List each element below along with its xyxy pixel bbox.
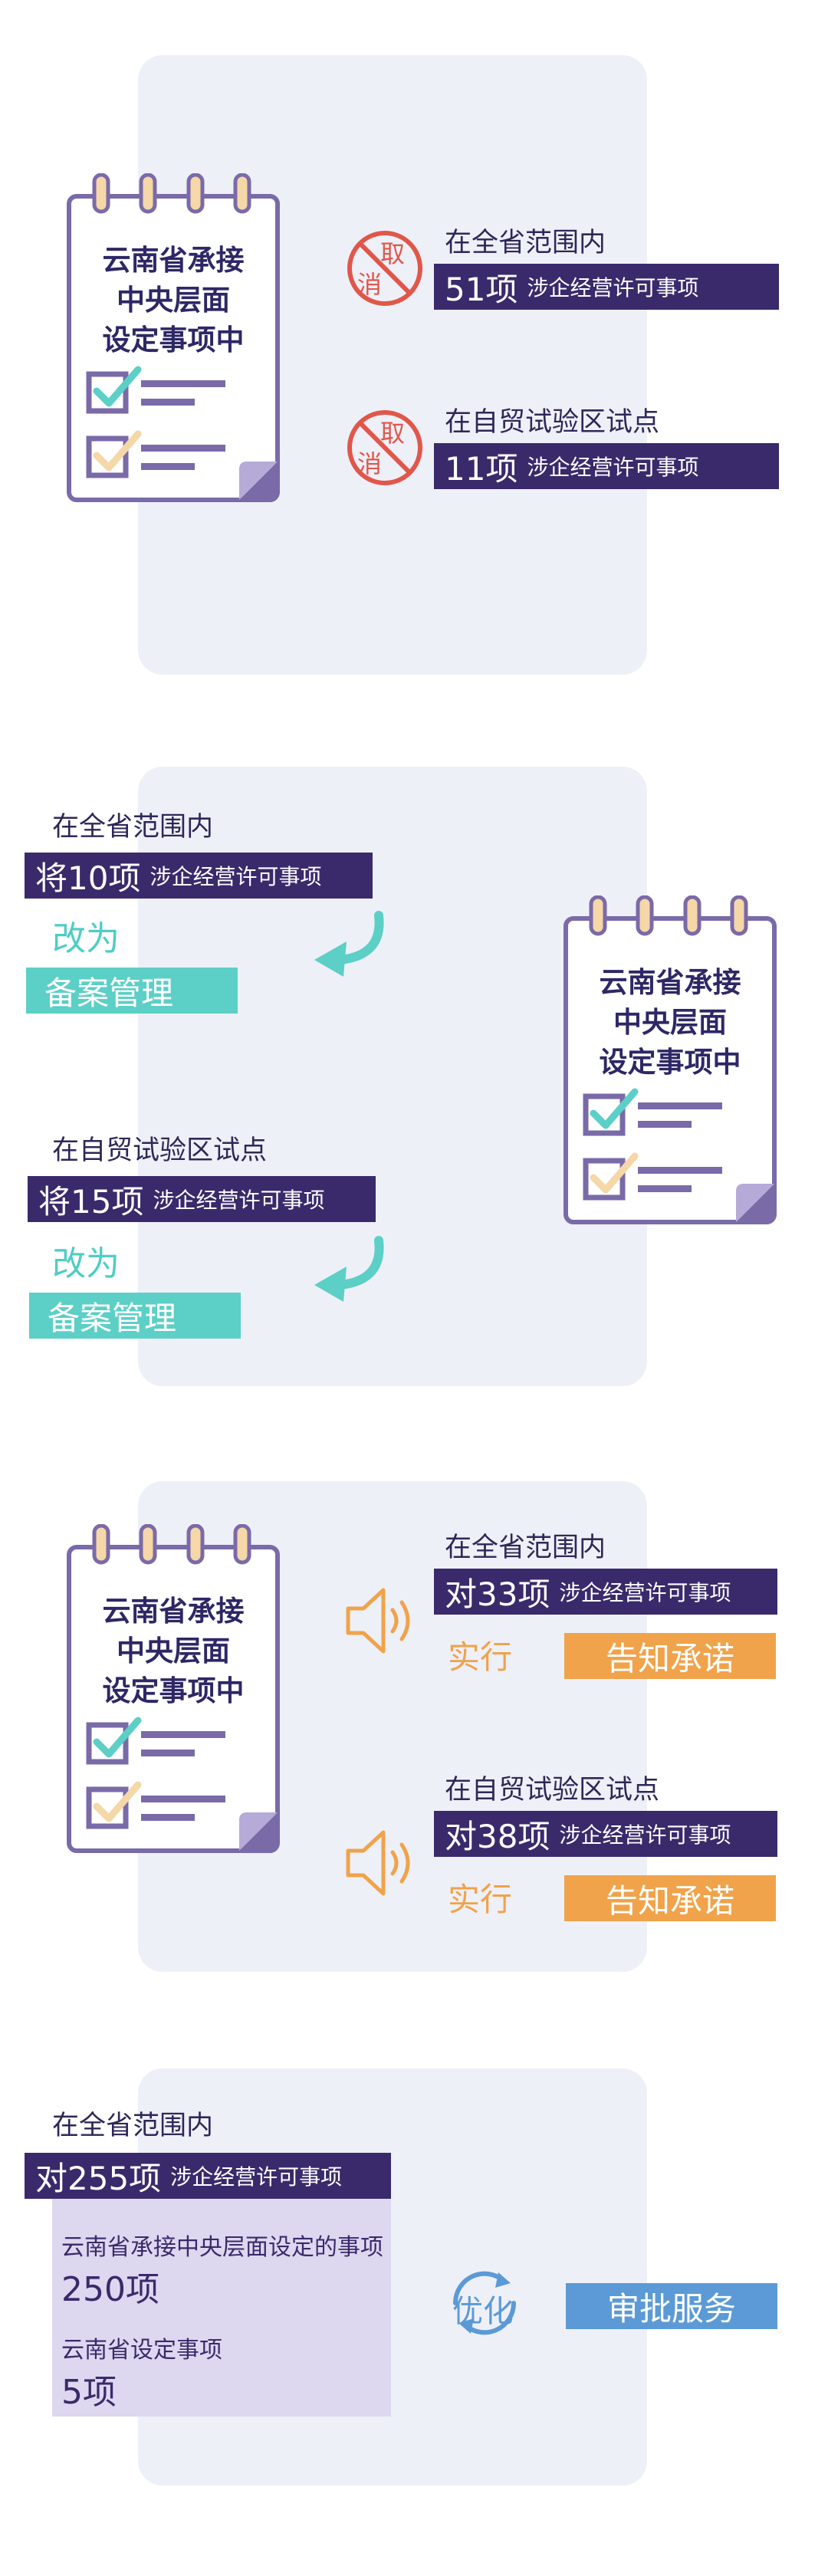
s2-item1-count: 将10项 [35, 859, 141, 897]
s3-item1-count: 对33项 [445, 1575, 550, 1613]
cancel-badge-top: 取 [380, 419, 406, 448]
notebook-title-line3: 设定事项中 [102, 1674, 245, 1707]
cancel-badge-top: 取 [380, 239, 406, 268]
s3-item2-bar: 对38项 涉企经营许可事项 [434, 1811, 777, 1857]
cancel-badge-bottom: 消 [357, 449, 383, 478]
s4-desc: 涉企经营许可事项 [170, 2164, 343, 2190]
s3-item1-scope: 在全省范围内 [445, 1533, 606, 1563]
s4-sub2-label: 云南省设定事项 [61, 2337, 222, 2364]
cancel-badge-bottom: 消 [357, 270, 383, 299]
notebook-title-line3: 设定事项中 [599, 1046, 741, 1079]
cancel-badge-icon: 取 消 [347, 230, 423, 307]
cancel-badge-icon: 取 消 [347, 409, 423, 486]
speaker-icon [343, 1825, 420, 1901]
s2-item2-count: 将15项 [38, 1182, 144, 1221]
notebook-title-line1: 云南省承接 [599, 966, 741, 999]
s3-item1-result: 告知承诺 [564, 1633, 776, 1679]
s3-item2-action: 实行 [448, 1881, 513, 1918]
s1-item2-scope: 在自贸试验区试点 [445, 407, 660, 438]
s1-item1-count: 51项 [445, 270, 518, 308]
s2-item2-result: 备案管理 [29, 1293, 241, 1339]
notebook-icon: 云南省承接 中央层面 设定事项中 [563, 895, 777, 1225]
s2-item1-result: 备案管理 [26, 968, 238, 1014]
s3-item1-action: 实行 [448, 1638, 513, 1676]
s4-count: 对255项 [35, 2159, 162, 2197]
speaker-icon [343, 1582, 420, 1659]
s2-item1-desc: 涉企经营许可事项 [150, 864, 322, 889]
notebook-title-line1: 云南省承接 [102, 1595, 245, 1628]
s4-sub2-value: 5项 [61, 2373, 117, 2412]
s1-item2-desc: 涉企经营许可事项 [527, 455, 699, 480]
s3-item2-desc: 涉企经营许可事项 [559, 1822, 731, 1848]
s4-scope: 在全省范围内 [52, 2111, 214, 2141]
s4-optimize: 优化 [452, 2294, 514, 2329]
s1-item2-bar: 11项 涉企经营许可事项 [434, 443, 779, 489]
notebook-title-line3: 设定事项中 [102, 324, 245, 356]
notebook-title-line1: 云南省承接 [102, 244, 245, 277]
notebook-icon: 云南省承接 中央层面 设定事项中 [66, 1524, 281, 1854]
s2-item2-desc: 涉企经营许可事项 [153, 1188, 325, 1213]
s2-item1-bar: 将10项 涉企经营许可事项 [25, 853, 373, 899]
s4-detail-box [52, 2199, 391, 2417]
notebook-title-line2: 中央层面 [117, 1635, 230, 1668]
s4-sub1-label: 云南省承接中央层面设定的事项 [61, 2234, 383, 2261]
s1-item1-scope: 在全省范围内 [445, 228, 606, 258]
s3-item1-desc: 涉企经营许可事项 [559, 1580, 731, 1605]
s2-item2-change-to: 改为 [52, 1244, 120, 1283]
notebook-title-line2: 中央层面 [117, 284, 230, 317]
s2-item1-scope: 在全省范围内 [52, 812, 214, 843]
s1-item2-count: 11项 [445, 449, 518, 488]
arrow-icon [310, 1234, 394, 1311]
s4-sub1-value: 250项 [61, 2270, 159, 2309]
arrow-icon [310, 909, 394, 986]
s1-item1-desc: 涉企经营许可事项 [527, 275, 699, 301]
s3-item1-bar: 对33项 涉企经营许可事项 [434, 1569, 777, 1615]
notebook-icon: 云南省承接 中央层面 设定事项中 [66, 173, 281, 503]
s3-item2-scope: 在自贸试验区试点 [445, 1775, 660, 1806]
s2-item1-change-to: 改为 [52, 919, 120, 958]
s2-item2-bar: 将15项 涉企经营许可事项 [28, 1176, 376, 1222]
s1-item1-bar: 51项 涉企经营许可事项 [434, 264, 779, 310]
s4-result: 审批服务 [566, 2283, 777, 2329]
notebook-title-line2: 中央层面 [613, 1006, 727, 1039]
s4-bar: 对255项 涉企经营许可事项 [25, 2153, 391, 2199]
s3-item2-result: 告知承诺 [564, 1875, 776, 1921]
s3-item2-count: 对38项 [445, 1817, 550, 1855]
s2-item2-scope: 在自贸试验区试点 [52, 1135, 268, 1166]
refresh-icon: 优化 [440, 2259, 529, 2348]
